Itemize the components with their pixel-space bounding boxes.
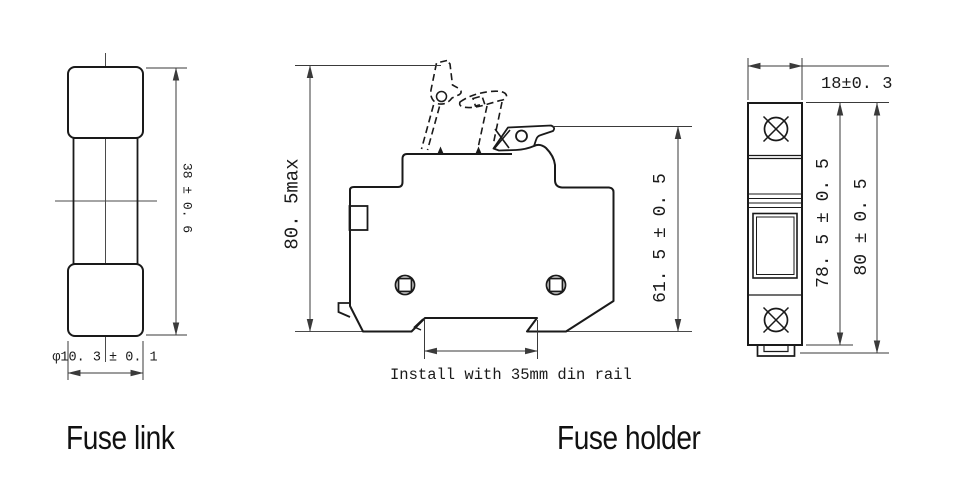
fuse-length-dim-text: 38 ± 0. 6	[179, 162, 195, 234]
fuse-link-view	[55, 53, 187, 380]
screw-terminal-bottom	[762, 306, 790, 334]
fuse-holder-label: Fuse holder	[557, 419, 701, 456]
front-total-height-dimension	[800, 102, 889, 354]
fuse-link-label: Fuse link	[66, 419, 175, 456]
screw-terminal-top	[762, 115, 790, 143]
side-body-height-dim-text: 61. 5 ± 0. 5	[651, 173, 671, 303]
front-section-lines	[748, 154, 802, 296]
din-clip-hook	[413, 318, 424, 331]
fuse-bottom-cap	[67, 263, 144, 337]
front-foot	[756, 345, 796, 357]
front-body-outline	[747, 102, 803, 346]
side-max-height-dim-text: 80. 5max	[281, 158, 304, 250]
side-max-height-dimension	[295, 64, 441, 333]
lever-pivot-circle	[435, 90, 448, 103]
fuse-holder-side-view	[295, 59, 692, 359]
holder-side-body-outline	[349, 143, 615, 333]
front-cap-ring-lines	[748, 193, 802, 209]
din-rail-dimension	[423, 320, 539, 359]
mounting-holes	[394, 274, 567, 296]
side-left-tab	[337, 302, 351, 318]
front-width-dimension	[747, 58, 889, 100]
fuse-holder-front-view	[747, 58, 889, 357]
front-width-dim-text: 18±0. 3	[821, 75, 893, 94]
holder-latch	[492, 124, 556, 152]
front-window	[752, 212, 798, 279]
front-body-height-dim-text: 78. 5 ± 0. 5	[814, 158, 834, 288]
din-rail-note-text: Install with 35mm din rail	[390, 366, 632, 384]
side-left-bump	[348, 205, 369, 231]
front-total-height-dim-text: 80 ± 0. 5	[852, 178, 872, 276]
fuse-top-cap	[67, 66, 144, 139]
fuse-carrier-lever-dashed	[420, 59, 508, 151]
fuse-link-body	[67, 66, 144, 337]
fuse-length-dimension	[146, 67, 187, 336]
side-body-height-dimension	[553, 125, 692, 333]
fuse-diameter-dim-text: φ10. 3 ± 0. 1	[52, 350, 158, 366]
lever-hinge-marks	[437, 146, 482, 154]
fuse-diameter-dimension	[67, 341, 144, 380]
